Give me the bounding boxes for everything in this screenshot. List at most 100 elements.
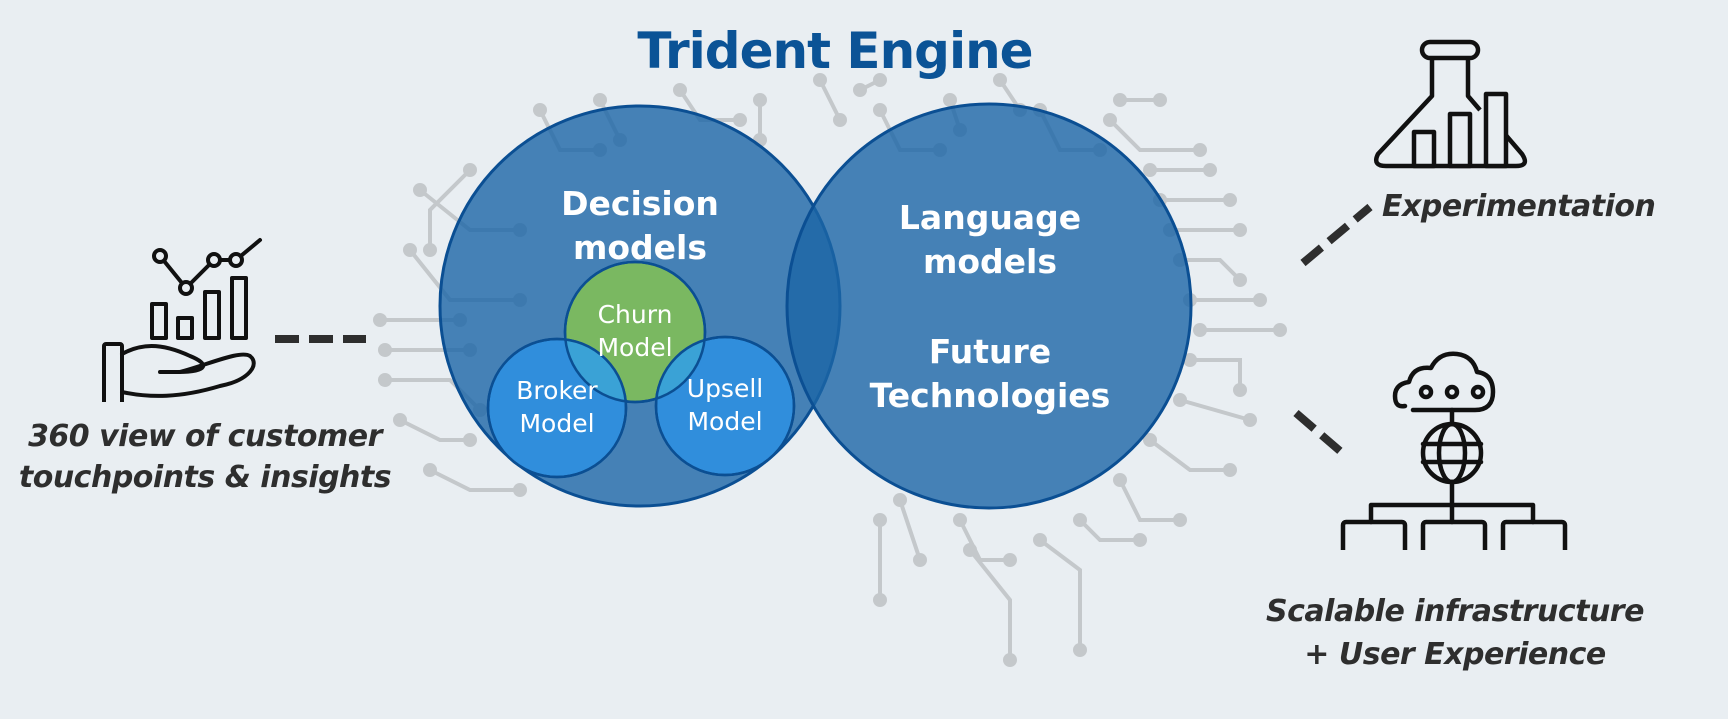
- circuit-node: [873, 593, 887, 607]
- churn-line1: Churn: [597, 300, 673, 329]
- page-title: Trident Engine: [637, 22, 1033, 80]
- churn-model-label: Churn Model: [575, 298, 695, 364]
- upsell-model-label: Upsell Model: [665, 372, 785, 438]
- future-label-line1: Future: [928, 332, 1052, 371]
- circuit-node: [913, 553, 927, 567]
- circuit-node: [463, 163, 477, 177]
- language-label-line2: models: [922, 242, 1057, 281]
- circuit-trace: [1148, 438, 1230, 472]
- circuit-node: [873, 103, 887, 117]
- circuit-node: [1073, 643, 1087, 657]
- circuit-node: [993, 73, 1007, 87]
- circuit-node: [423, 463, 437, 477]
- circuit-node: [1143, 433, 1157, 447]
- flask-chart-icon: [1374, 39, 1528, 169]
- circuit-trace: [399, 418, 470, 442]
- circuit-trace: [429, 468, 520, 492]
- circuit-trace: [1108, 118, 1200, 152]
- circuit-node: [1273, 323, 1287, 337]
- broker-line1: Broker: [516, 376, 598, 405]
- scalable-line2: + User Experience: [1304, 637, 1606, 672]
- circuit-node: [1233, 383, 1247, 397]
- circuit-node: [873, 73, 887, 87]
- customer-insights-line2: touchpoints & insights: [18, 460, 392, 495]
- circuit-node: [1003, 653, 1017, 667]
- circuit-node: [373, 313, 387, 327]
- decision-models-label: Decision models: [520, 182, 760, 270]
- circuit-node: [1243, 413, 1257, 427]
- bottom-right-dashed-connector: [1293, 409, 1343, 455]
- circuit-node: [1183, 353, 1197, 367]
- circuit-trace: [1078, 518, 1140, 542]
- circuit-trace: [898, 499, 922, 561]
- circuit-node: [1113, 473, 1127, 487]
- circuit-node: [1133, 533, 1147, 547]
- circuit-node: [393, 413, 407, 427]
- circuit-node: [1223, 193, 1237, 207]
- circuit-node: [378, 373, 392, 387]
- language-models-circle: [785, 102, 1193, 510]
- customer-insights-label: 360 view of customer touchpoints & insig…: [0, 416, 410, 498]
- future-technologies-label: Future Technologies: [850, 330, 1130, 418]
- circuit-node: [873, 513, 887, 527]
- churn-line2: Model: [597, 333, 673, 362]
- language-models-label: Language models: [850, 196, 1130, 284]
- circuit-node: [513, 483, 527, 497]
- upsell-line1: Upsell: [686, 374, 764, 403]
- broker-line2: Model: [519, 409, 595, 438]
- circuit-node: [1253, 293, 1267, 307]
- scalable-infrastructure-label: Scalable infrastructure + User Experienc…: [1240, 590, 1670, 676]
- circuit-node: [593, 93, 607, 107]
- circuit-node: [673, 83, 687, 97]
- scalable-line1: Scalable infrastructure: [1266, 594, 1644, 629]
- circuit-node: [1173, 513, 1187, 527]
- circuit-node: [833, 113, 847, 127]
- decision-label-line1: Decision: [561, 184, 719, 223]
- circuit-node: [893, 493, 907, 507]
- circuit-node: [1033, 533, 1047, 547]
- circuit-node: [463, 433, 477, 447]
- circuit-trace: [818, 79, 842, 121]
- language-label-line1: Language: [898, 198, 1082, 237]
- circuit-node: [963, 543, 977, 557]
- circuit-node: [1223, 463, 1237, 477]
- circuit-node: [943, 93, 957, 107]
- circuit-node: [753, 93, 767, 107]
- circuit-node: [378, 343, 392, 357]
- circuit-node: [1233, 273, 1247, 287]
- circuit-node: [953, 513, 967, 527]
- broker-model-label: Broker Model: [497, 374, 617, 440]
- circuit-node: [403, 243, 417, 257]
- circuit-node: [1193, 143, 1207, 157]
- circuit-node: [813, 73, 827, 87]
- cloud-network-icon: [1340, 351, 1568, 550]
- circuit-node: [733, 113, 747, 127]
- circuit-trace: [968, 548, 1012, 660]
- circuit-trace: [1180, 258, 1242, 282]
- circuit-trace: [1038, 538, 1082, 650]
- future-label-line2: Technologies: [869, 376, 1111, 415]
- circuit-node: [1233, 223, 1247, 237]
- circuit-node: [1003, 553, 1017, 567]
- hand-holding-chart-icon: [102, 238, 262, 402]
- circuit-node: [1173, 393, 1187, 407]
- circuit-node: [1193, 323, 1207, 337]
- circuit-trace: [1179, 398, 1251, 422]
- circuit-node: [1143, 163, 1157, 177]
- experimentation-label: Experimentation: [1382, 189, 1656, 224]
- circuit-node: [533, 103, 547, 117]
- circuit-trace: [428, 168, 472, 250]
- circuit-node: [1113, 93, 1127, 107]
- circuit-node: [853, 83, 867, 97]
- circuit-node: [1203, 163, 1217, 177]
- top-right-dashed-connector: [1300, 203, 1373, 267]
- circuit-trace: [1190, 358, 1242, 390]
- circuit-node: [413, 183, 427, 197]
- circuit-node: [423, 243, 437, 257]
- customer-insights-line1: 360 view of customer: [28, 419, 382, 454]
- upsell-line2: Model: [687, 407, 763, 436]
- circuit-trace: [1118, 479, 1180, 522]
